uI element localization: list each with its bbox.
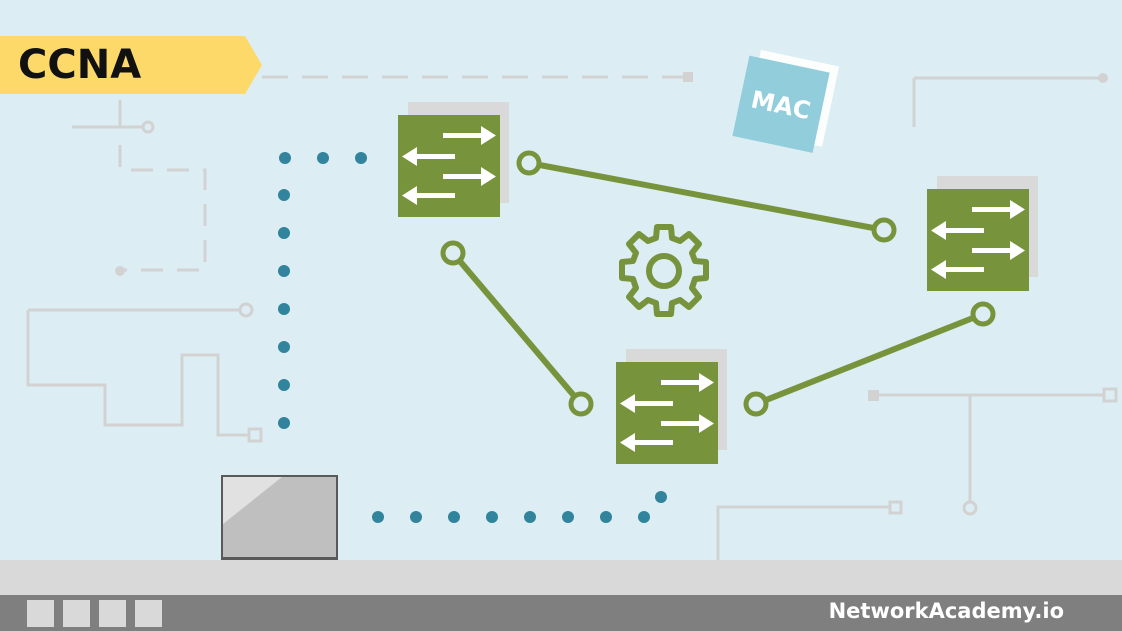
- brand-label: NetworkAcademy.io: [828, 599, 1064, 623]
- laptop-icon: [200, 475, 359, 571]
- dotted-laptop-connection: [278, 152, 667, 523]
- mac-address-card-icon: MAC: [732, 49, 840, 153]
- link-switch1-switch2: [528, 160, 885, 233]
- footer-square: [63, 600, 90, 627]
- switch-icon: [927, 176, 1038, 291]
- switch-icon: [616, 349, 727, 464]
- badge-label: CCNA: [18, 42, 142, 88]
- footer-bar: NetworkAcademy.io: [0, 595, 1122, 631]
- switch-icon: [398, 102, 509, 217]
- link-switch3-switch2: [754, 311, 985, 407]
- floor-bar: [0, 560, 1122, 595]
- gear-icon: [619, 224, 709, 317]
- background-circuit-traces: [26, 72, 1118, 560]
- footer-square: [135, 600, 162, 627]
- switch-links: [440, 150, 996, 417]
- ccna-badge: CCNA: [0, 36, 262, 94]
- link-switch1-switch3: [450, 251, 584, 406]
- footer-square: [99, 600, 126, 627]
- footer-square: [27, 600, 54, 627]
